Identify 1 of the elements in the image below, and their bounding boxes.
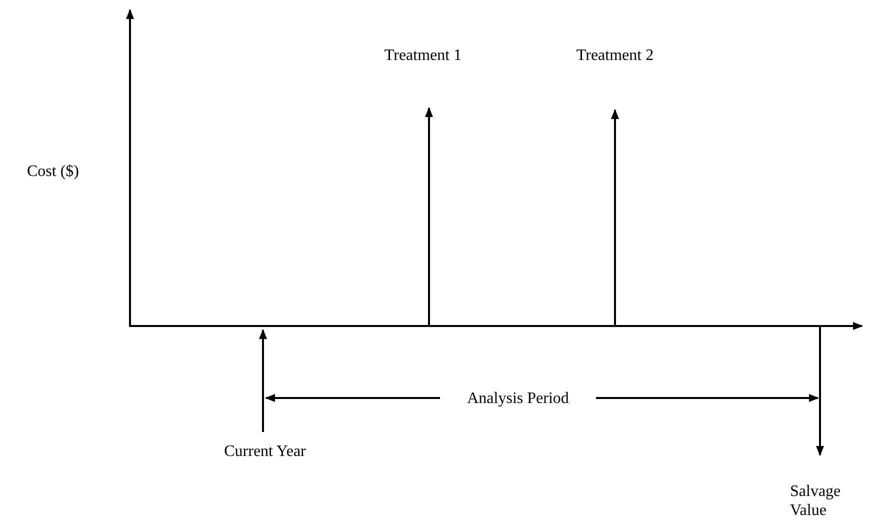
dimension-label: Analysis Period [440, 389, 596, 408]
